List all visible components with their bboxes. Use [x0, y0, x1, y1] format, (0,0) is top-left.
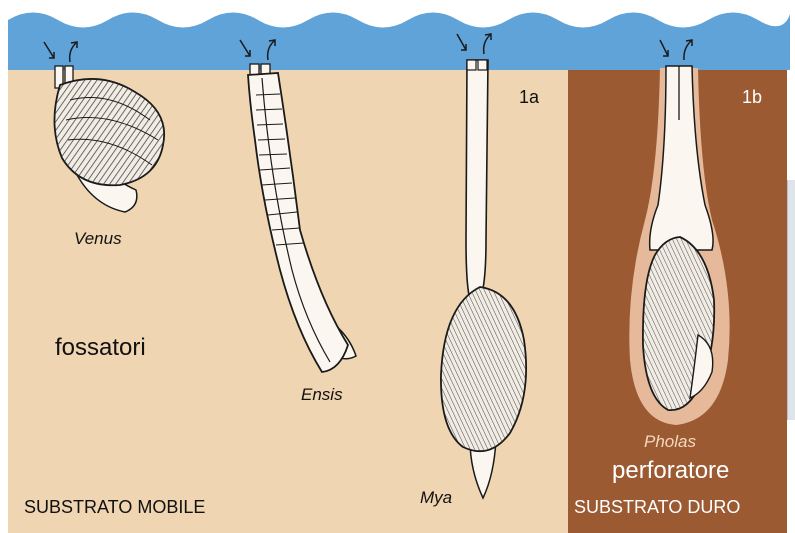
label-mya: Mya	[420, 489, 452, 506]
label-fossatori: fossatori	[55, 336, 146, 360]
label-pholas: Pholas	[644, 433, 696, 450]
panel-label-1a: 1a	[519, 88, 539, 106]
scrollbar-edge	[787, 180, 795, 420]
panel-label-1b: 1b	[742, 88, 762, 106]
label-substrato-mobile: SUBSTRATO MOBILE	[24, 498, 205, 516]
label-substrato-duro: SUBSTRATO DURO	[574, 498, 740, 516]
label-venus: Venus	[74, 230, 122, 247]
label-ensis: Ensis	[301, 386, 343, 403]
label-perforatore: perforatore	[612, 459, 729, 483]
